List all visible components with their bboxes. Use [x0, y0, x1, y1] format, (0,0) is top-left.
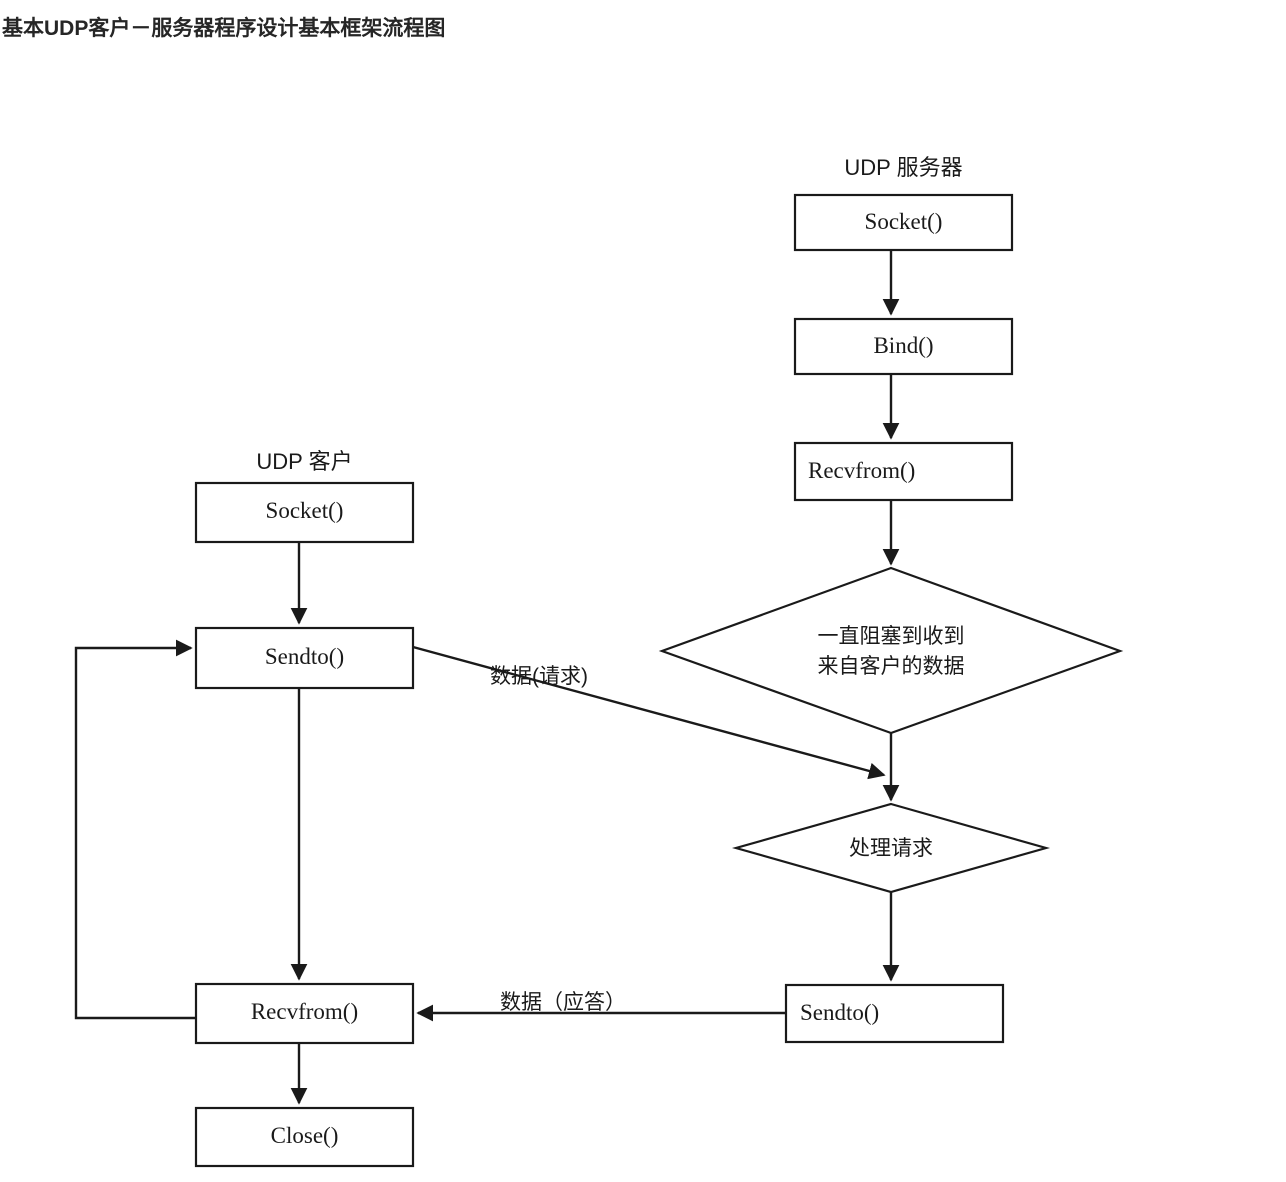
lane-title-client: UDP 客户: [256, 449, 353, 474]
node-label-server-block-line2: 来自客户的数据: [817, 655, 965, 678]
lane-title-server: UDP 服务器: [844, 155, 963, 180]
page-title: 基本UDP客户－服务器程序设计基本框架流程图: [2, 17, 446, 40]
node-label-server-block: 一直阻塞到收到 来自客户的数据: [741, 622, 1041, 682]
edge-request: [412, 645, 886, 780]
node-client-recvfrom[interactable]: [194, 982, 415, 1045]
node-client-sendto[interactable]: [194, 626, 415, 690]
node-client-close[interactable]: [194, 1106, 415, 1168]
node-server-recvfrom[interactable]: [793, 441, 1014, 502]
node-client-socket[interactable]: [194, 481, 415, 544]
node-label-server-block-line1: 一直阻塞到收到: [817, 625, 965, 648]
edge-label-reply: 数据（应答）: [500, 991, 626, 1014]
edge-label-request: 数据(请求): [490, 665, 588, 688]
node-server-sendto[interactable]: [784, 983, 1005, 1044]
node-server-bind[interactable]: [793, 317, 1014, 376]
node-server-socket[interactable]: [793, 193, 1014, 252]
node-label-server-process: 处理请求: [849, 837, 933, 860]
edge-client-loop: [74, 639, 196, 1020]
